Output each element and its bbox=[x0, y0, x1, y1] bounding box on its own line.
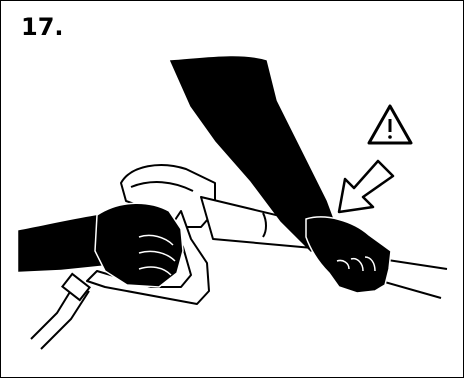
lance-tube bbox=[380, 258, 448, 299]
arrow-down-left-icon bbox=[337, 159, 395, 214]
left-hand-glove bbox=[94, 202, 184, 288]
right-arm-sleeve bbox=[169, 56, 340, 252]
right-hand-glove bbox=[305, 216, 392, 294]
hose bbox=[30, 272, 91, 350]
warning-triangle-icon bbox=[367, 104, 413, 145]
step-number: 17. bbox=[21, 13, 64, 41]
